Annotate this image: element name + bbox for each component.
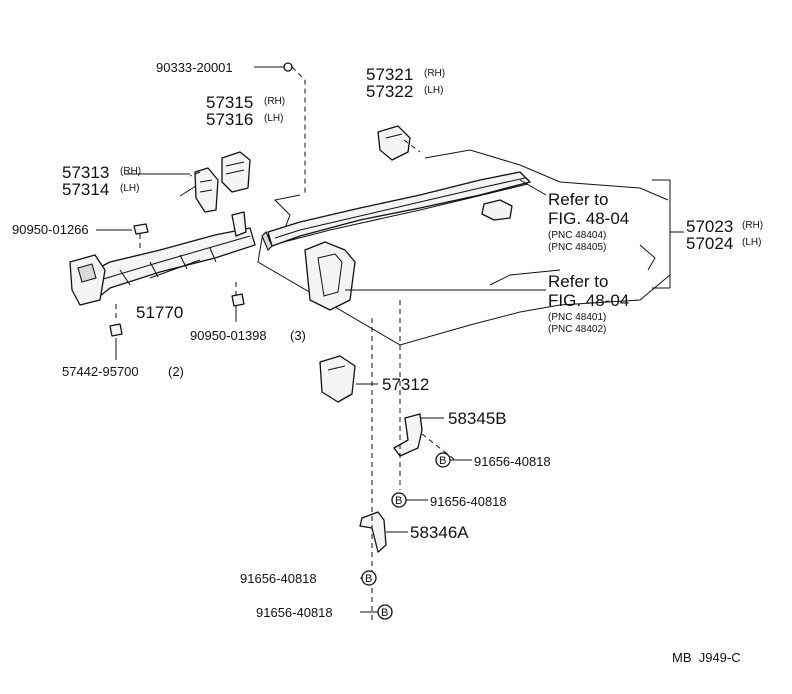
bracket-58346a <box>359 511 387 553</box>
bolt-b-icon <box>361 570 377 586</box>
label-57321: 57321 <box>366 65 413 84</box>
label-90950b: 90950-01398 <box>190 328 267 343</box>
upper-fig-ref: FIG. 48-04 <box>548 209 629 228</box>
bolt-b-marker: B <box>365 573 372 585</box>
label-51770: 51770 <box>136 303 183 322</box>
label-90333: 90333-20001 <box>156 60 233 75</box>
center-rail <box>261 171 531 251</box>
label-57023: 57023 <box>686 217 733 236</box>
bolt-b-marker: B <box>395 495 402 507</box>
labels: 90333-20001 57321 (RH) 57322 (LH) 57315 … <box>12 60 763 665</box>
bolt-b-marker: B <box>439 455 446 467</box>
label-57322-side: (LH) <box>424 85 443 96</box>
clip-upper-right <box>481 199 513 221</box>
label-57442: 57442-95700 <box>62 364 139 379</box>
label-57316-side: (LH) <box>264 113 283 124</box>
label-57322: 57322 <box>366 82 413 101</box>
label-57314-side: (LH) <box>120 183 139 194</box>
lower-refer-text: Refer to <box>548 272 608 291</box>
dashed-guides <box>115 66 456 620</box>
fasteners <box>109 62 293 337</box>
lower-pnc-2: (PNC 48402) <box>548 324 606 335</box>
rail-51770 <box>69 211 256 306</box>
label-57313-side: (RH) <box>120 166 141 177</box>
label-90950b-qty: (3) <box>290 328 306 343</box>
label-57313: 57313 <box>62 163 109 182</box>
bracket-57312 <box>319 355 356 403</box>
upper-refer-text: Refer to <box>548 190 608 209</box>
plug-icon <box>283 62 293 72</box>
label-57315-side: (RH) <box>264 96 285 107</box>
upper-pnc-1: (PNC 48404) <box>548 230 606 241</box>
bracket-58345b <box>393 413 423 457</box>
label-91656b: 91656-40818 <box>430 494 507 509</box>
label-90950a: 90950-01266 <box>12 222 89 237</box>
lower-fig-ref: FIG. 48-04 <box>548 291 629 310</box>
upper-pnc-2: (PNC 48405) <box>548 242 606 253</box>
label-57442-qty: (2) <box>168 364 184 379</box>
clip-icon <box>231 293 245 307</box>
bracket-57321 <box>377 125 411 161</box>
label-91656d: 91656-40818 <box>256 605 333 620</box>
bracket-57315 <box>221 151 251 193</box>
label-57024-side: (LH) <box>742 237 761 248</box>
label-58346a: 58346A <box>410 523 469 542</box>
label-58345b: 58345B <box>448 409 507 428</box>
label-91656a: 91656-40818 <box>474 454 551 469</box>
bolt-b-icon <box>435 452 451 468</box>
center-gusset <box>304 241 356 311</box>
diagram-code: MB J949-C <box>672 650 741 665</box>
label-91656c: 91656-40818 <box>240 571 317 586</box>
label-57315: 57315 <box>206 93 253 112</box>
label-57321-side: (RH) <box>424 68 445 79</box>
label-57024: 57024 <box>686 234 733 253</box>
leader-lines <box>96 66 684 613</box>
lower-pnc-1: (PNC 48401) <box>548 312 606 323</box>
label-57316: 57316 <box>206 110 253 129</box>
label-57023-side: (RH) <box>742 220 763 231</box>
clip-icon <box>133 223 149 235</box>
label-57312: 57312 <box>382 375 429 394</box>
bolt-b-marker: B <box>381 607 388 619</box>
bracket-57313 <box>194 167 219 213</box>
label-57314: 57314 <box>62 180 109 199</box>
grommet-icon <box>109 323 123 337</box>
bolt-b-icon <box>391 492 407 508</box>
bolt-b-icon <box>377 604 393 620</box>
